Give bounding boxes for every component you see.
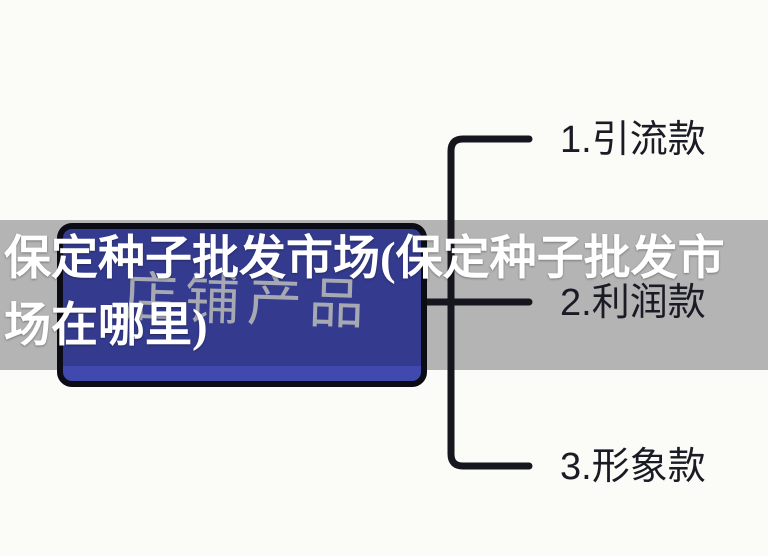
- branch-label-1: 1.引流款: [560, 119, 706, 161]
- root-node-box: 店铺产品: [57, 223, 427, 387]
- branch-label-2: 2.利润款: [560, 282, 706, 324]
- overlay-title: 保定种子批发市场(保定种子批发市 场在哪里): [4, 226, 768, 360]
- overlay-title-line-2: 场在哪里): [4, 300, 208, 352]
- overlay-title-line-1: 保定种子批发市场(保定种子批发市: [4, 233, 725, 285]
- branch-label-3: 3.形象款: [560, 446, 706, 488]
